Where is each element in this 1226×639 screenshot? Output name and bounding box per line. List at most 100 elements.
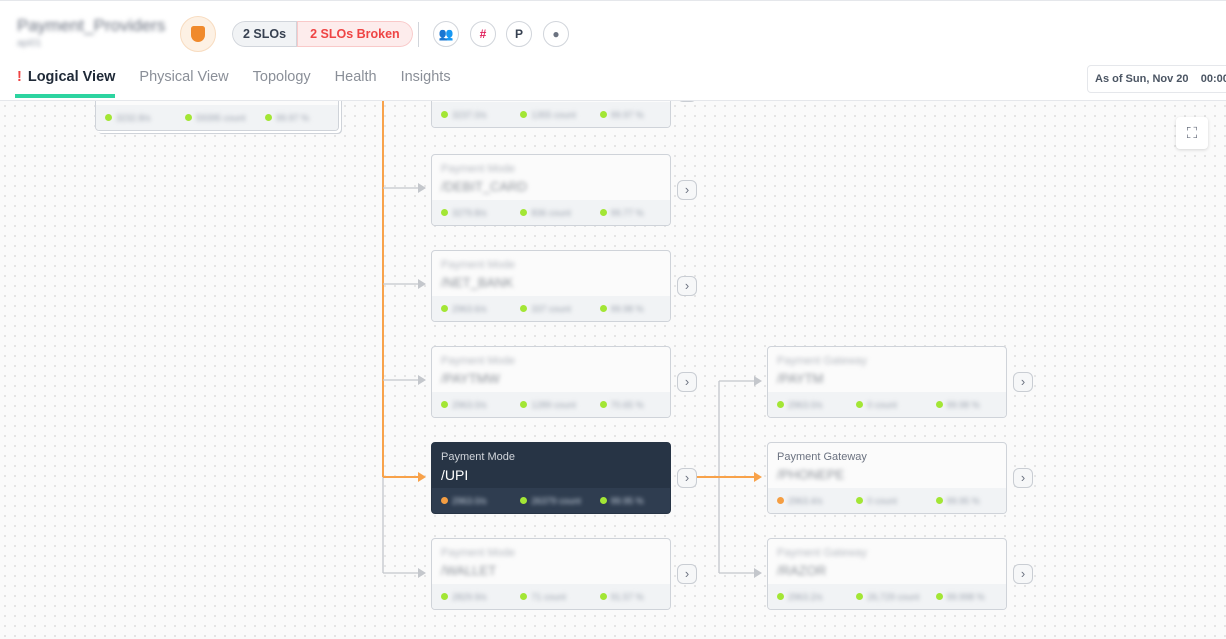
status-dot (441, 497, 448, 504)
node-name: /NET_BANK (441, 275, 514, 290)
status-dot (777, 593, 784, 600)
arrow-head (418, 375, 426, 385)
date-picker[interactable]: As of Sun, Nov 20 00:00 (1087, 65, 1226, 93)
tab-insights[interactable]: Insights (400, 69, 451, 85)
status-dot (520, 497, 528, 504)
arrow-head (754, 472, 762, 482)
slo-broken[interactable]: 2 SLOs Broken (297, 21, 413, 47)
status-dot (856, 497, 864, 504)
pagerduty-icon[interactable]: P (506, 21, 532, 47)
tab-health[interactable]: Health (334, 69, 377, 85)
metric: 2963.0/s (452, 399, 487, 410)
expand-button[interactable]: › (1013, 468, 1033, 488)
metric: 1289 count (531, 399, 576, 410)
status-dot (599, 111, 607, 118)
node-type: Payment Mode (441, 547, 515, 559)
team-icon[interactable]: 👥 (433, 21, 459, 47)
slo-count[interactable]: 2 SLOs (232, 21, 298, 47)
metric: 99.998 % (946, 591, 985, 602)
node-name: /UPI (441, 467, 469, 483)
node-name: /PAYTMW (441, 371, 500, 386)
tab-physical-view[interactable]: Physical View (139, 69, 229, 85)
status-dot (441, 593, 448, 600)
node-name: /WALLET (441, 563, 497, 578)
expand-button[interactable]: › (677, 276, 697, 296)
card-metrics: 3232.8/s 59395 count 99.97 % (96, 105, 338, 130)
metric: 71 count (531, 591, 566, 602)
status-dot (856, 593, 864, 600)
metric: 2963.0/s (788, 399, 823, 410)
expand-button[interactable]: › (677, 468, 697, 488)
arrow-head (418, 279, 426, 289)
metric: 836 count (531, 207, 571, 218)
node-type: Payment Mode (441, 355, 515, 367)
service-title: Payment_Providers (17, 16, 166, 35)
status-dot (777, 497, 784, 504)
node-name: /PHONEPE (777, 467, 845, 482)
metric: 99.98 % (610, 303, 644, 314)
status-dot (520, 111, 528, 118)
graph-canvas[interactable]: 3232.8/s 59395 count 99.97 % ⛶ Payment M… (0, 101, 1226, 639)
metric: 2963.2/s (788, 591, 823, 602)
node-type: Payment Mode (441, 451, 515, 463)
slo-pill[interactable]: 2 SLOs 2 SLOs Broken (232, 21, 413, 47)
slack-icon[interactable]: # (470, 21, 496, 47)
status-dot (856, 401, 864, 408)
status-dot (599, 593, 607, 600)
arrow-head (418, 568, 426, 578)
parent-node-card[interactable]: 3232.8/s 59395 count 99.97 % (95, 101, 339, 131)
metric: 3237.0/s (452, 109, 487, 120)
metric: 99.97 % (276, 112, 310, 123)
metric: 0 count (867, 495, 897, 506)
node-type: Payment Mode (441, 259, 515, 271)
arrow-head (754, 376, 762, 386)
arrow-head (418, 472, 426, 482)
metric: 0 count (867, 399, 897, 410)
fullscreen-button[interactable]: ⛶ (1176, 117, 1208, 149)
metric: 337 count (531, 303, 571, 314)
status-dot (520, 209, 528, 216)
status-dot (599, 209, 607, 216)
expand-button[interactable]: › (677, 180, 697, 200)
mic-icon[interactable]: ● (543, 21, 569, 47)
metric: 99.95 % (610, 495, 644, 506)
service-badge-icon[interactable] (180, 16, 216, 52)
status-dot (935, 401, 943, 408)
status-dot (441, 401, 448, 408)
metric: 1355 count (531, 109, 576, 120)
expand-button[interactable]: › (1013, 372, 1033, 392)
node-name: /PAYTM (777, 371, 824, 386)
expand-button[interactable]: › (677, 372, 697, 392)
status-dot (935, 497, 943, 504)
metric: 3232.8/s (116, 112, 151, 123)
header: Payment_Providers api01 2 SLOs 2 SLOs Br… (0, 0, 1226, 101)
expand-button[interactable]: › (1013, 564, 1033, 584)
tab-topology[interactable]: Topology (252, 69, 311, 85)
status-dot (441, 305, 448, 312)
status-dot (520, 401, 528, 408)
expand-button[interactable]: › (677, 564, 697, 584)
alert-icon: ! (17, 69, 22, 85)
metric: 59395 count (196, 112, 246, 123)
divider (418, 22, 419, 47)
metric: 91.57 % (610, 591, 644, 602)
tab-logical-view[interactable]: !Logical View (14, 69, 116, 98)
